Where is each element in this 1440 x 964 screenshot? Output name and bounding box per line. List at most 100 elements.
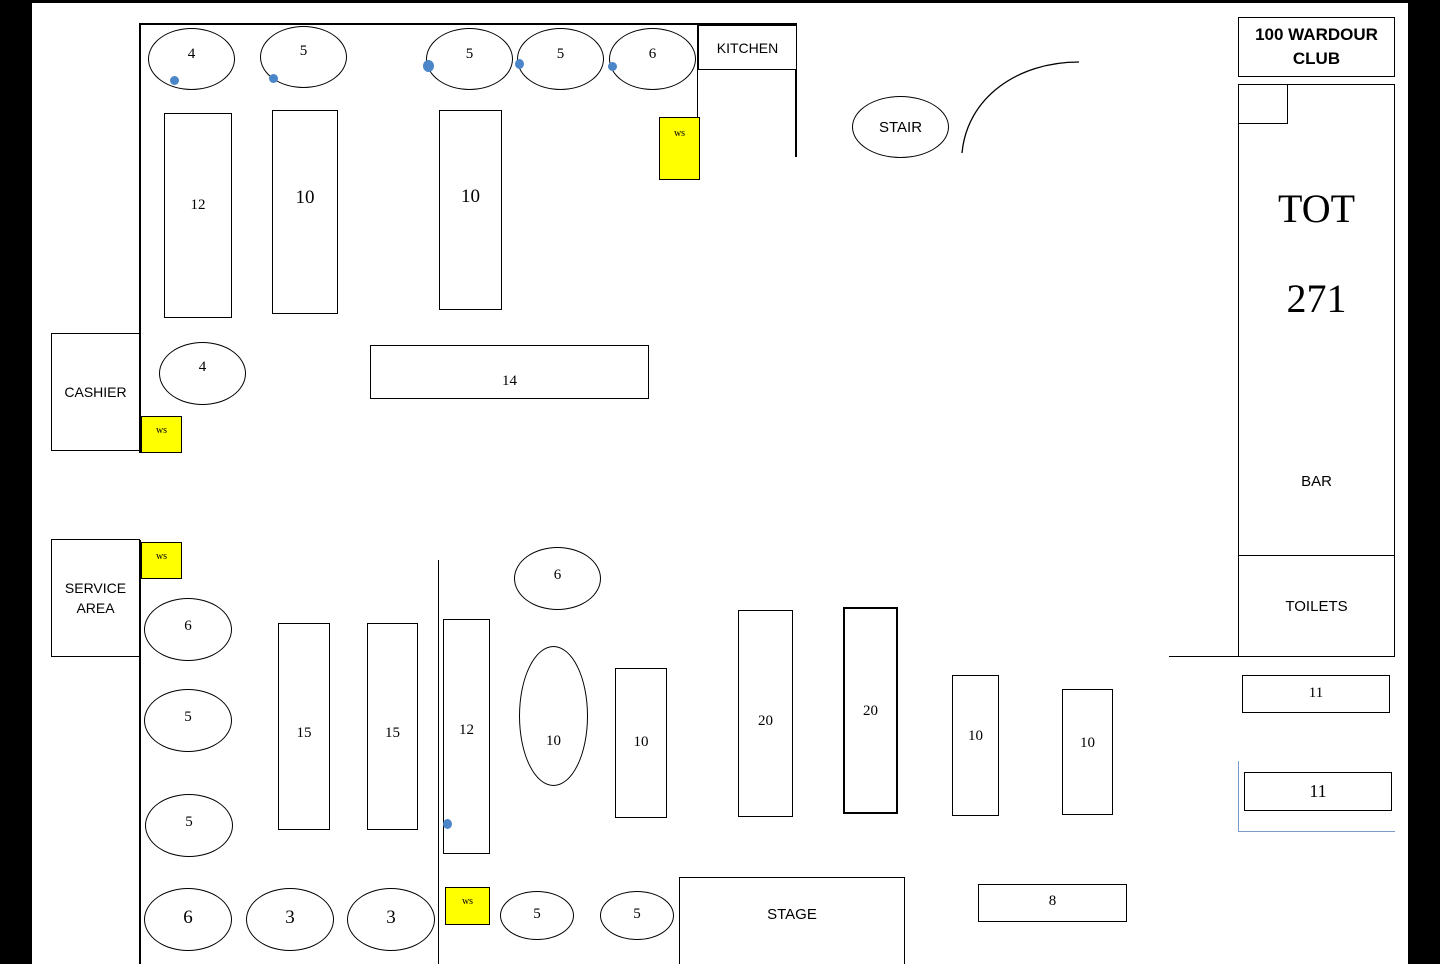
table-capacity: 5	[184, 709, 192, 725]
marker-dot	[269, 74, 278, 83]
round-table[interactable]: 4	[148, 28, 235, 90]
waiter-station[interactable]: ws	[141, 542, 182, 579]
wall-blue-left	[1238, 761, 1239, 832]
kitchen-label: KITCHEN	[716, 39, 779, 56]
round-table[interactable]: 5	[600, 891, 674, 940]
table-capacity: 15	[385, 725, 400, 741]
table-capacity: 5	[465, 46, 474, 62]
cashier-area: CASHIER	[51, 333, 140, 451]
waiter-station-label: ws	[673, 128, 686, 139]
table-capacity: 5	[633, 906, 641, 922]
long-table[interactable]: 20	[843, 607, 898, 814]
bar-corner-box	[1238, 84, 1288, 124]
marker-dot	[515, 59, 524, 69]
round-table[interactable]: 5	[260, 26, 347, 88]
wall-top-left	[139, 23, 797, 25]
floor-plan: 100 WARDOUR CLUB TOT 271 BAR TOILETS KIT…	[32, 3, 1408, 964]
table-capacity: 11	[1309, 781, 1327, 801]
round-table[interactable]: 6	[609, 28, 696, 90]
wall-blue-bottom	[1238, 831, 1395, 832]
service-area: SERVICE AREA	[51, 539, 140, 657]
table-capacity: 10	[968, 728, 983, 744]
table-capacity: 12	[190, 197, 206, 213]
long-table[interactable]: 10	[1062, 689, 1113, 815]
long-table[interactable]: 10	[615, 668, 667, 818]
club-name-box: 100 WARDOUR CLUB	[1238, 17, 1395, 77]
table-capacity: 3	[285, 907, 295, 928]
long-table[interactable]: 12	[443, 619, 490, 854]
long-table[interactable]: 10	[272, 110, 338, 314]
bar-area: TOT 271 BAR	[1238, 84, 1395, 556]
wall-left-upper	[139, 23, 141, 453]
round-table[interactable]: 3	[347, 888, 435, 951]
oval-table[interactable]: 10	[519, 646, 588, 786]
wall-kitchen-right	[795, 25, 797, 157]
door-swing-arc	[961, 61, 1080, 154]
long-table[interactable]: 15	[278, 623, 330, 830]
round-table[interactable]: 6	[514, 547, 601, 610]
marker-dot	[170, 76, 179, 85]
club-name-line1: 100 WARDOUR	[1255, 25, 1378, 44]
table-capacity: 5	[185, 814, 193, 830]
table-capacity: 5	[533, 906, 541, 922]
table-capacity: 8	[1048, 893, 1057, 909]
table-capacity: 6	[553, 567, 562, 583]
table-capacity: 12	[459, 722, 474, 738]
service-area-line2: AREA	[76, 600, 115, 616]
waiter-station[interactable]: ws	[141, 416, 182, 453]
bar-label: BAR	[1301, 473, 1332, 490]
long-table[interactable]: 12	[164, 113, 232, 318]
round-table[interactable]: 5	[144, 689, 232, 752]
total-label: TOT	[1277, 186, 1356, 231]
long-table[interactable]: 11	[1242, 675, 1390, 713]
long-table[interactable]: 15	[367, 623, 418, 830]
round-table[interactable]: 4	[159, 342, 246, 405]
toilets-label: TOILETS	[1285, 597, 1348, 615]
round-table[interactable]: 3	[246, 888, 334, 951]
table-capacity: 4	[187, 46, 196, 62]
marker-dot	[423, 60, 434, 72]
stage-label: STAGE	[767, 906, 817, 923]
marker-dot	[608, 62, 617, 71]
stairs-label: STAIR	[878, 118, 923, 136]
waiter-station[interactable]: ws	[445, 887, 490, 925]
table-capacity: 6	[648, 46, 657, 62]
round-table[interactable]: 5	[426, 28, 513, 90]
round-table[interactable]: 5	[145, 794, 233, 857]
table-capacity: 10	[461, 186, 480, 207]
waiter-station[interactable]: ws	[659, 117, 700, 180]
table-capacity: 11	[1308, 685, 1324, 701]
waiter-station-label: ws	[461, 896, 474, 907]
kitchen-area: KITCHEN	[698, 25, 797, 70]
wall-inner-divider	[438, 560, 439, 964]
stairs: STAIR	[852, 96, 949, 158]
long-table[interactable]: 20	[738, 610, 793, 817]
toilets-area: TOILETS	[1238, 555, 1395, 657]
table-capacity: 10	[546, 733, 561, 749]
table-capacity: 14	[502, 373, 517, 389]
club-name-line2: CLUB	[1292, 49, 1341, 68]
table-capacity: 10	[1080, 735, 1095, 751]
marker-dot	[443, 819, 452, 829]
table-capacity: 3	[386, 907, 396, 928]
long-table[interactable]: 11	[1244, 772, 1392, 811]
table-capacity: 5	[556, 46, 565, 62]
round-table[interactable]: 6	[144, 888, 232, 951]
service-area-line1: SERVICE	[64, 580, 127, 596]
long-table[interactable]: 8	[978, 884, 1127, 922]
table-capacity: 20	[758, 713, 773, 729]
round-table[interactable]: 5	[517, 28, 604, 90]
round-table[interactable]: 6	[144, 598, 232, 661]
waiter-station-label: ws	[155, 551, 168, 562]
table-capacity: 4	[198, 359, 207, 375]
long-table[interactable]: 10	[439, 110, 502, 310]
cashier-label: CASHIER	[64, 384, 127, 400]
table-capacity: 15	[296, 725, 312, 741]
long-table[interactable]: 10	[952, 675, 999, 816]
table-capacity: 5	[299, 43, 308, 59]
table-capacity: 20	[863, 703, 878, 719]
waiter-station-label: ws	[155, 425, 168, 436]
wall-kitchen-left	[697, 25, 698, 180]
round-table[interactable]: 5	[500, 891, 574, 940]
long-table[interactable]: 14	[370, 345, 649, 399]
